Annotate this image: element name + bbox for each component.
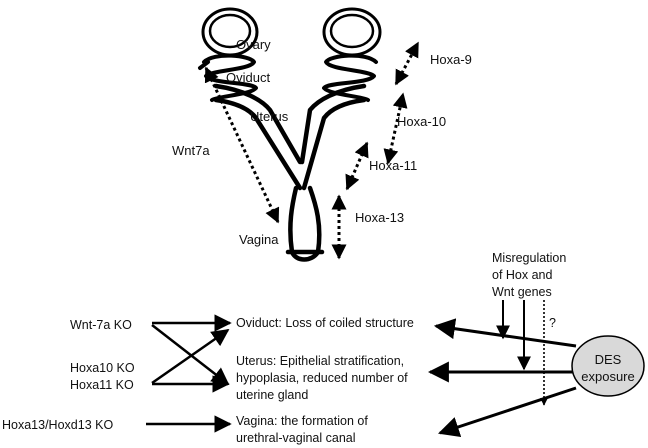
vagina-shape bbox=[288, 188, 322, 260]
misregulation-line1: Misregulation bbox=[492, 251, 566, 265]
hoxa11-ko-label: Hoxa11 KO bbox=[70, 378, 134, 392]
reproductive-tract-drawing bbox=[200, 9, 380, 260]
uterus-label: Uterus bbox=[250, 109, 289, 124]
uterus-phenotype-line1: Uterus: Epithelial stratification, bbox=[236, 354, 404, 368]
knockout-arrows bbox=[146, 323, 230, 424]
uterus-shape bbox=[216, 86, 364, 188]
hoxa10-label: Hoxa-10 bbox=[397, 114, 446, 129]
uterus-phenotype-line3: uterine gland bbox=[236, 388, 308, 402]
hoxa9-domain-arrow bbox=[396, 43, 418, 84]
hoxa13-hoxd13-ko-label: Hoxa13/Hoxd13 KO bbox=[2, 418, 113, 432]
vagina-phenotype-line2: urethral-vaginal canal bbox=[236, 431, 356, 445]
misregulation-line2: of Hox and bbox=[492, 268, 553, 282]
hoxa10-ko-label: Hoxa10 KO bbox=[70, 361, 135, 375]
des-label-line1: DES bbox=[595, 352, 622, 367]
hoxa9-label: Hoxa-9 bbox=[430, 52, 472, 67]
oviduct-phenotype: Oviduct: Loss of coiled structure bbox=[236, 316, 414, 330]
hoxa11-label: Hoxa-11 bbox=[369, 158, 417, 173]
uncertain-question-mark: ? bbox=[549, 316, 556, 330]
misregulation-line3: Wnt genes bbox=[492, 285, 552, 299]
right-ovary-shape bbox=[324, 9, 380, 55]
hoxa13-label: Hoxa-13 bbox=[355, 210, 404, 225]
wnt7a-label: Wnt7a bbox=[172, 143, 210, 158]
vagina-label: Vagina bbox=[239, 232, 279, 247]
uterus-phenotype-line2: hypoplasia, reduced number of bbox=[236, 371, 408, 385]
wnt7a-ko-label: Wnt-7a KO bbox=[70, 318, 132, 332]
vagina-phenotype-line1: Vagina: the formation of bbox=[236, 414, 368, 428]
hoxa11-domain-arrow bbox=[347, 143, 367, 189]
des-to-vagina-arrow bbox=[440, 388, 576, 433]
oviduct-label: Oviduct bbox=[226, 70, 270, 85]
ovary-label: Ovary bbox=[236, 37, 271, 52]
des-label-line2: exposure bbox=[581, 369, 634, 384]
